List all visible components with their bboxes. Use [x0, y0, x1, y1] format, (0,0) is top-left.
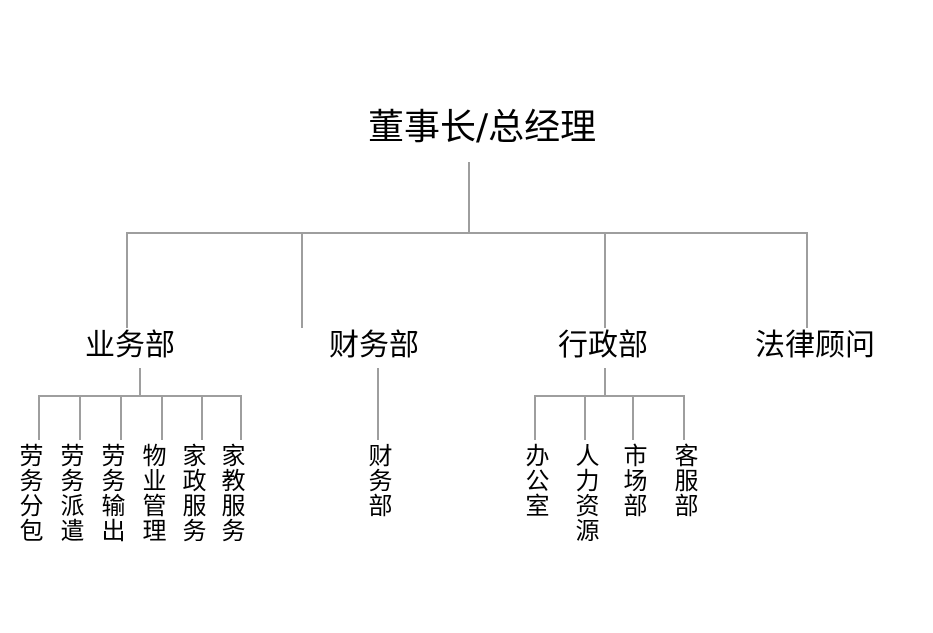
leaf-property-management: 物业管理 — [138, 443, 166, 543]
connector-admin-stem — [604, 368, 606, 396]
leaf-labor-export: 劳务输出 — [97, 443, 125, 543]
leaf-human-resources: 人力资源 — [571, 443, 599, 543]
connector-drop-admin-child-2 — [584, 395, 586, 440]
node-root-chairman: 董事长/总经理 — [368, 107, 597, 148]
node-finance-department: 财务部 — [329, 328, 419, 363]
connector-business-stem — [139, 368, 141, 396]
leaf-tutoring-service: 家教服务 — [217, 443, 245, 543]
connector-drop-admin-child-1 — [534, 395, 536, 440]
leaf-customer-service-department: 客服部 — [670, 443, 698, 518]
connector-drop-admin-child-3 — [632, 395, 634, 440]
connector-root-stem — [468, 162, 470, 232]
connector-business-bus — [38, 395, 242, 397]
connector-level2-bus — [126, 232, 808, 234]
connector-drop-business-child-6 — [240, 395, 242, 440]
connector-admin-bus — [534, 395, 685, 397]
leaf-office: 办公室 — [521, 443, 549, 518]
connector-drop-business — [126, 232, 128, 328]
connector-drop-business-child-4 — [161, 395, 163, 440]
connector-drop-admin-child-4 — [683, 395, 685, 440]
node-legal-advisor: 法律顾问 — [755, 328, 875, 363]
connector-drop-business-child-5 — [201, 395, 203, 440]
connector-drop-legal — [806, 232, 808, 328]
node-business-department: 业务部 — [85, 328, 175, 363]
node-admin-department: 行政部 — [558, 328, 648, 363]
leaf-finance-department: 财务部 — [364, 443, 392, 518]
connector-drop-finance — [301, 232, 303, 328]
connector-drop-admin — [604, 232, 606, 328]
leaf-housekeeping-service: 家政服务 — [178, 443, 206, 543]
connector-drop-business-child-3 — [120, 395, 122, 440]
connector-drop-business-child-2 — [79, 395, 81, 440]
connector-finance-stem — [377, 368, 379, 440]
connector-drop-business-child-1 — [38, 395, 40, 440]
leaf-marketing-department: 市场部 — [619, 443, 647, 518]
leaf-labor-subcontract: 劳务分包 — [15, 443, 43, 543]
leaf-labor-dispatch: 劳务派遣 — [56, 443, 84, 543]
